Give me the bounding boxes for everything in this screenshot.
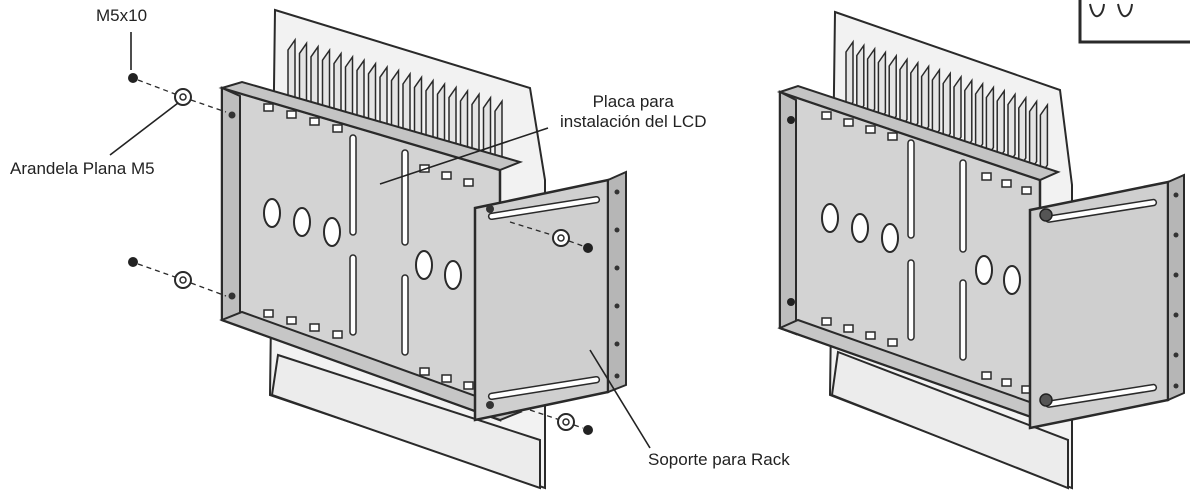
heatsink-fin (920, 64, 930, 139)
flange-screw (787, 298, 795, 306)
flange-hole (228, 111, 236, 119)
plate-vertical-slots-right (907, 139, 967, 361)
left-fasteners (128, 73, 227, 297)
heatsink-fin (845, 39, 854, 115)
plate-left-flange-right (779, 90, 797, 336)
heatsink-fin (1007, 92, 1016, 167)
heatsink-fin (877, 50, 887, 125)
heatsink-fin (974, 81, 984, 157)
screw-label: M5x10 (96, 6, 148, 25)
plate-slots-top-right (821, 111, 1032, 195)
bracket-screw (1039, 208, 1053, 222)
plate-left-flange-left (221, 86, 241, 328)
heatsink-fin (856, 43, 865, 118)
heatsink-fin (1039, 102, 1049, 178)
leader-rack (589, 349, 651, 449)
heatsink-fin (1018, 95, 1027, 171)
leader-washer (109, 102, 179, 156)
bracket-ear-holes-right (1173, 192, 1179, 389)
heatsink-fin (866, 46, 876, 122)
heatsink-fin (964, 78, 973, 153)
plate-label-line2: instalación del LCD (560, 112, 707, 132)
heatsink-fin (996, 88, 1005, 164)
plate-bottom-flange-left (219, 310, 523, 422)
plate-label-line1: Placa para (592, 92, 674, 111)
bracket-slot (487, 195, 601, 221)
rack-bracket-ear-left (607, 170, 627, 394)
left-assembly (109, 8, 651, 490)
heatsink-fins-left (287, 37, 503, 174)
screw-icon (128, 73, 138, 83)
heatsink-fin (899, 57, 908, 132)
right-assembly (776, 10, 1185, 490)
heatsink-fin (931, 67, 941, 143)
bracket-slot-end (486, 401, 494, 409)
washer-label: Arandela Plana M5 (10, 159, 155, 178)
screw-icon (128, 257, 138, 267)
rack-bracket-ear-right (1167, 173, 1185, 402)
screw-icon (583, 425, 593, 435)
inset-detail-box (1078, 0, 1190, 44)
plate-oval-holes-right (821, 203, 1021, 295)
rack-bracket-label: Soporte para Rack (648, 450, 790, 469)
plate-top-flange-left (218, 80, 524, 172)
plate-slots-bottom-right (821, 317, 1032, 394)
plate-label: Placa para instalación del LCD (560, 92, 706, 133)
heatsink-fins-right (845, 39, 1049, 178)
heatsink-fin (985, 85, 995, 160)
heatsink-fin (953, 74, 962, 150)
flange-hole (228, 292, 236, 300)
screw-icon (583, 243, 593, 253)
plate-vertical-slots-left (349, 134, 409, 356)
monitor-bottom-lip-right (830, 350, 1069, 490)
heatsink-fin (1028, 99, 1038, 174)
flange-screw (787, 116, 795, 124)
heatsink-fin (910, 60, 919, 136)
bracket-ear-holes-left (614, 189, 620, 379)
bracket-slot (487, 375, 601, 401)
leader-plate (379, 127, 549, 185)
bracket-screw (1039, 393, 1053, 407)
bracket-slot-end (486, 205, 494, 213)
plate-oval-holes-left (263, 198, 462, 290)
monitor-bottom-lip-left (270, 353, 541, 490)
plate-top-flange-right (776, 84, 1061, 182)
bracket-fasteners (509, 221, 593, 435)
heatsink-fin (942, 71, 951, 146)
heatsink-fin (888, 53, 897, 129)
plate-slots-bottom-left (263, 309, 474, 390)
